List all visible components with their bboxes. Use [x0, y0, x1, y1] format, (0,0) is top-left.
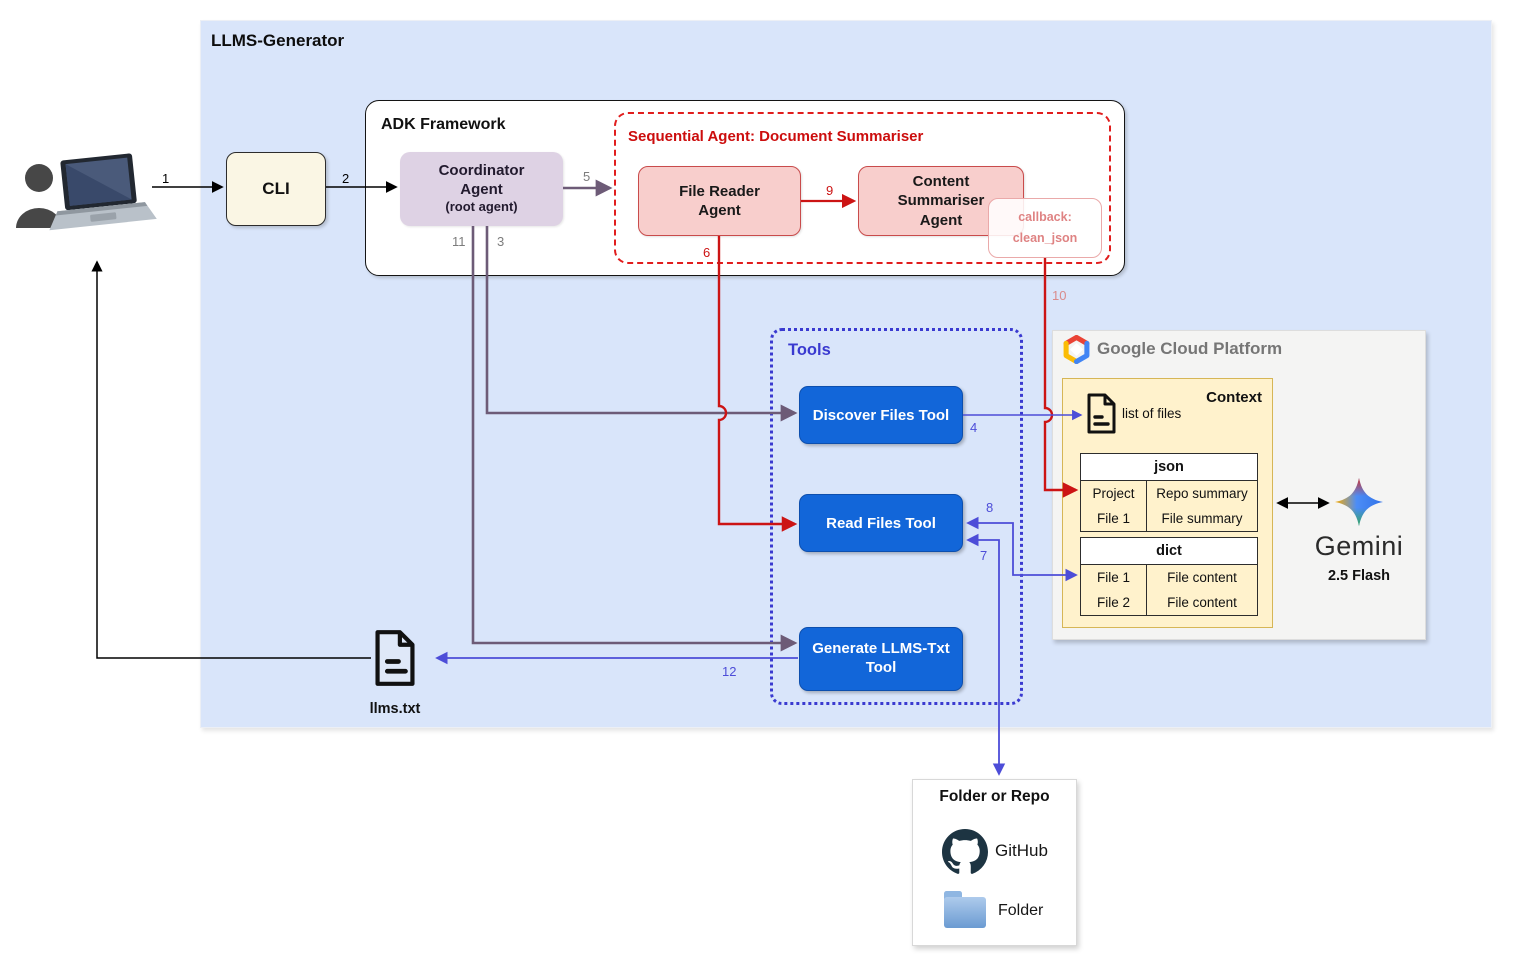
read-files-tool-label: Read Files Tool: [826, 514, 936, 532]
callback-clean-json-box: callback: clean_json: [988, 198, 1102, 258]
edge-label-1: 1: [162, 171, 170, 186]
context-title: Context: [1206, 389, 1262, 406]
dict-table-header: dict: [1081, 538, 1257, 565]
file-reader-agent-label: File Reader Agent: [679, 182, 760, 220]
edge-label-12: 12: [722, 664, 737, 679]
gemini-version: 2.5 Flash: [1327, 568, 1391, 584]
generate-llms-txt-tool-label: Generate LLMS-Txt Tool: [812, 640, 950, 676]
json-table-cell: Project: [1092, 486, 1135, 501]
edge-label-2: 2: [342, 171, 350, 186]
dict-table: dict File 1 File 2 File content File con…: [1080, 537, 1258, 616]
coordinator-agent-sublabel: (root agent): [445, 199, 518, 215]
edge-label-6: 6: [703, 245, 711, 260]
edge-label-4: 4: [970, 420, 978, 435]
json-table-cell: File 1: [1096, 511, 1130, 526]
folder-or-repo-title: Folder or Repo: [939, 788, 1050, 805]
user-laptop-icon: [16, 153, 157, 231]
diagram-title: LLMS-Generator: [211, 31, 345, 50]
content-summariser-agent-label: Content Summariser Agent: [897, 172, 985, 229]
github-icon: [942, 829, 988, 874]
edge-label-10: 10: [1052, 288, 1067, 303]
folder-icon: [944, 891, 986, 928]
coordinator-agent-label: Coordinator Agent: [438, 161, 525, 198]
json-table-cell: File summary: [1161, 511, 1243, 526]
edge-label-9: 9: [826, 183, 834, 198]
github-label: GitHub: [995, 841, 1048, 860]
sequential-agent-title: Sequential Agent: Document Summariser: [628, 128, 924, 145]
discover-files-tool-button: Discover Files Tool: [799, 386, 963, 444]
llms-txt-file-icon: [375, 630, 415, 686]
discover-files-tool-label: Discover Files Tool: [812, 406, 950, 424]
list-of-files-document-icon: [1087, 393, 1116, 434]
sequential-agent-box: [614, 112, 1111, 264]
adk-framework-title: ADK Framework: [381, 116, 506, 133]
edge-label-5: 5: [583, 169, 591, 184]
json-table-cell: Repo summary: [1156, 486, 1248, 501]
file-reader-agent-box: File Reader Agent: [638, 166, 801, 236]
cli-box: CLI: [226, 152, 326, 226]
gemini-star-icon: [1335, 478, 1383, 526]
coordinator-agent-box: Coordinator Agent (root agent): [400, 152, 563, 226]
json-table: json Project File 1 Repo summary File su…: [1080, 453, 1258, 532]
llms-txt-label: llms.txt: [369, 701, 421, 717]
edge-label-11: 11: [452, 234, 466, 249]
folder-or-repo-box: [912, 779, 1077, 946]
dict-table-cell: File 2: [1096, 595, 1130, 610]
json-table-header: json: [1081, 454, 1257, 481]
dict-table-cell: File content: [1167, 595, 1237, 610]
cli-label: CLI: [262, 179, 290, 198]
list-of-files-label: list of files: [1122, 406, 1182, 421]
dict-table-cell: File content: [1167, 570, 1237, 585]
edge-label-8: 8: [986, 500, 994, 515]
generate-llms-txt-tool-button: Generate LLMS-Txt Tool: [799, 627, 963, 691]
gemini-name: Gemini: [1314, 531, 1404, 561]
gcp-logo-icon: [1063, 335, 1090, 364]
edge-label-7: 7: [980, 548, 988, 563]
dict-table-cell: File 1: [1096, 570, 1130, 585]
gcp-title: Google Cloud Platform: [1097, 339, 1283, 358]
callback-label: callback: clean_json: [1012, 210, 1078, 245]
tools-title: Tools: [788, 341, 831, 359]
edge-label-3: 3: [497, 234, 505, 249]
read-files-tool-button: Read Files Tool: [799, 494, 963, 552]
folder-label: Folder: [998, 902, 1044, 919]
